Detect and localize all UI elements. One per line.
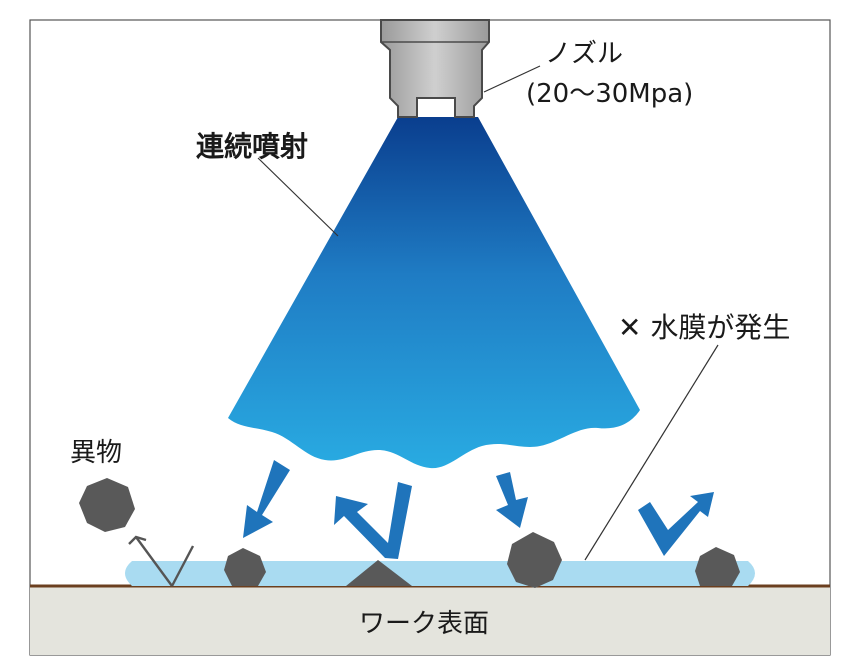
nozzle-label: ノズル (545, 39, 623, 69)
spray-cone (228, 117, 640, 469)
work-surface (30, 586, 830, 655)
particle-3 (507, 532, 562, 588)
nozzle-leader-line (483, 65, 541, 93)
particle-floating (79, 478, 135, 532)
spray-arrow-left (243, 460, 290, 538)
spray-arrows (243, 460, 714, 559)
nozzle (380, 19, 490, 118)
spray-arrow-mid-left (334, 482, 412, 559)
nozzle-pressure-label: (20〜30Mpa) (526, 79, 693, 109)
particle-1 (224, 548, 266, 586)
water-film (125, 561, 755, 586)
water-film-label: ✕ 水膜が発生 (618, 311, 790, 344)
rebound-arrow (128, 535, 195, 587)
particle-2 (346, 560, 412, 586)
spray-arrow-mid-right (496, 472, 528, 528)
work-surface-label: ワーク表面 (359, 609, 489, 639)
spray-leader-line (257, 157, 339, 237)
spray-type-label: 連続噴射 (196, 130, 308, 163)
particle-4 (695, 547, 740, 586)
spray-arrow-right (638, 492, 714, 556)
foreign-matter-label: 異物 (70, 438, 122, 468)
water-film-leader-line (584, 344, 719, 561)
foreign-particles (79, 478, 740, 588)
